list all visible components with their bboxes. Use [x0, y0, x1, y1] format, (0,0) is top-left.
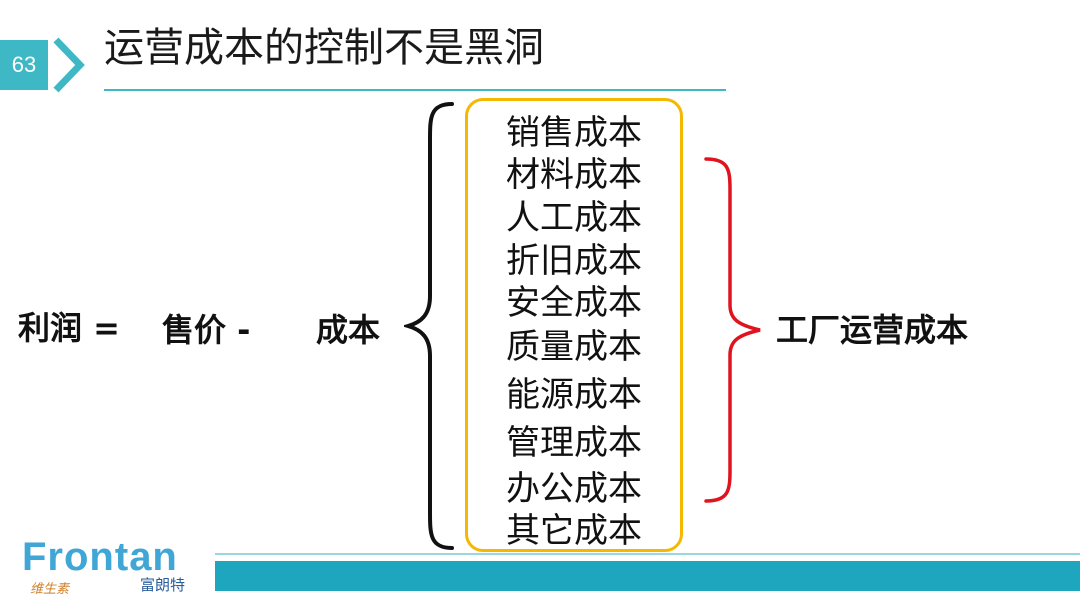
cost-item: 折旧成本	[506, 241, 642, 281]
title-underline	[104, 89, 726, 91]
cost-item: 其它成本	[506, 511, 642, 551]
cost-item: 材料成本	[506, 155, 642, 195]
right-brace	[704, 157, 761, 503]
cost-item: 人工成本	[506, 198, 642, 238]
logo-chinese-name: 富朗特	[140, 576, 186, 594]
logo-wordmark: Frontan	[22, 536, 178, 578]
cost-item: 质量成本	[506, 327, 642, 367]
cost-item: 管理成本	[506, 423, 642, 463]
price-label: 售价 -	[162, 311, 251, 349]
frontan-logo: Frontan 维生素 富朗特	[22, 536, 202, 600]
slide-number: 63	[0, 40, 48, 90]
cost-item: 办公成本	[506, 469, 642, 509]
slide-title: 运营成本的控制不是黑洞	[104, 25, 544, 71]
logo-subtitle: 维生素	[30, 582, 70, 597]
bottom-accent-bar	[215, 561, 1080, 591]
chevron-right-icon	[53, 37, 85, 93]
cost-items-box: 销售成本 材料成本 人工成本 折旧成本 安全成本 质量成本 能源成本 管理成本 …	[465, 98, 683, 552]
cost-item: 安全成本	[506, 283, 642, 323]
factory-operating-cost-label: 工厂运营成本	[776, 311, 969, 349]
bottom-accent-line	[215, 553, 1080, 555]
cost-item: 能源成本	[506, 375, 642, 415]
left-brace	[404, 102, 454, 550]
logo-brand-text: Frontan	[22, 535, 178, 579]
cost-label: 成本	[316, 311, 381, 349]
profit-label: 利润 =	[18, 309, 120, 347]
cost-item: 销售成本	[506, 113, 642, 153]
